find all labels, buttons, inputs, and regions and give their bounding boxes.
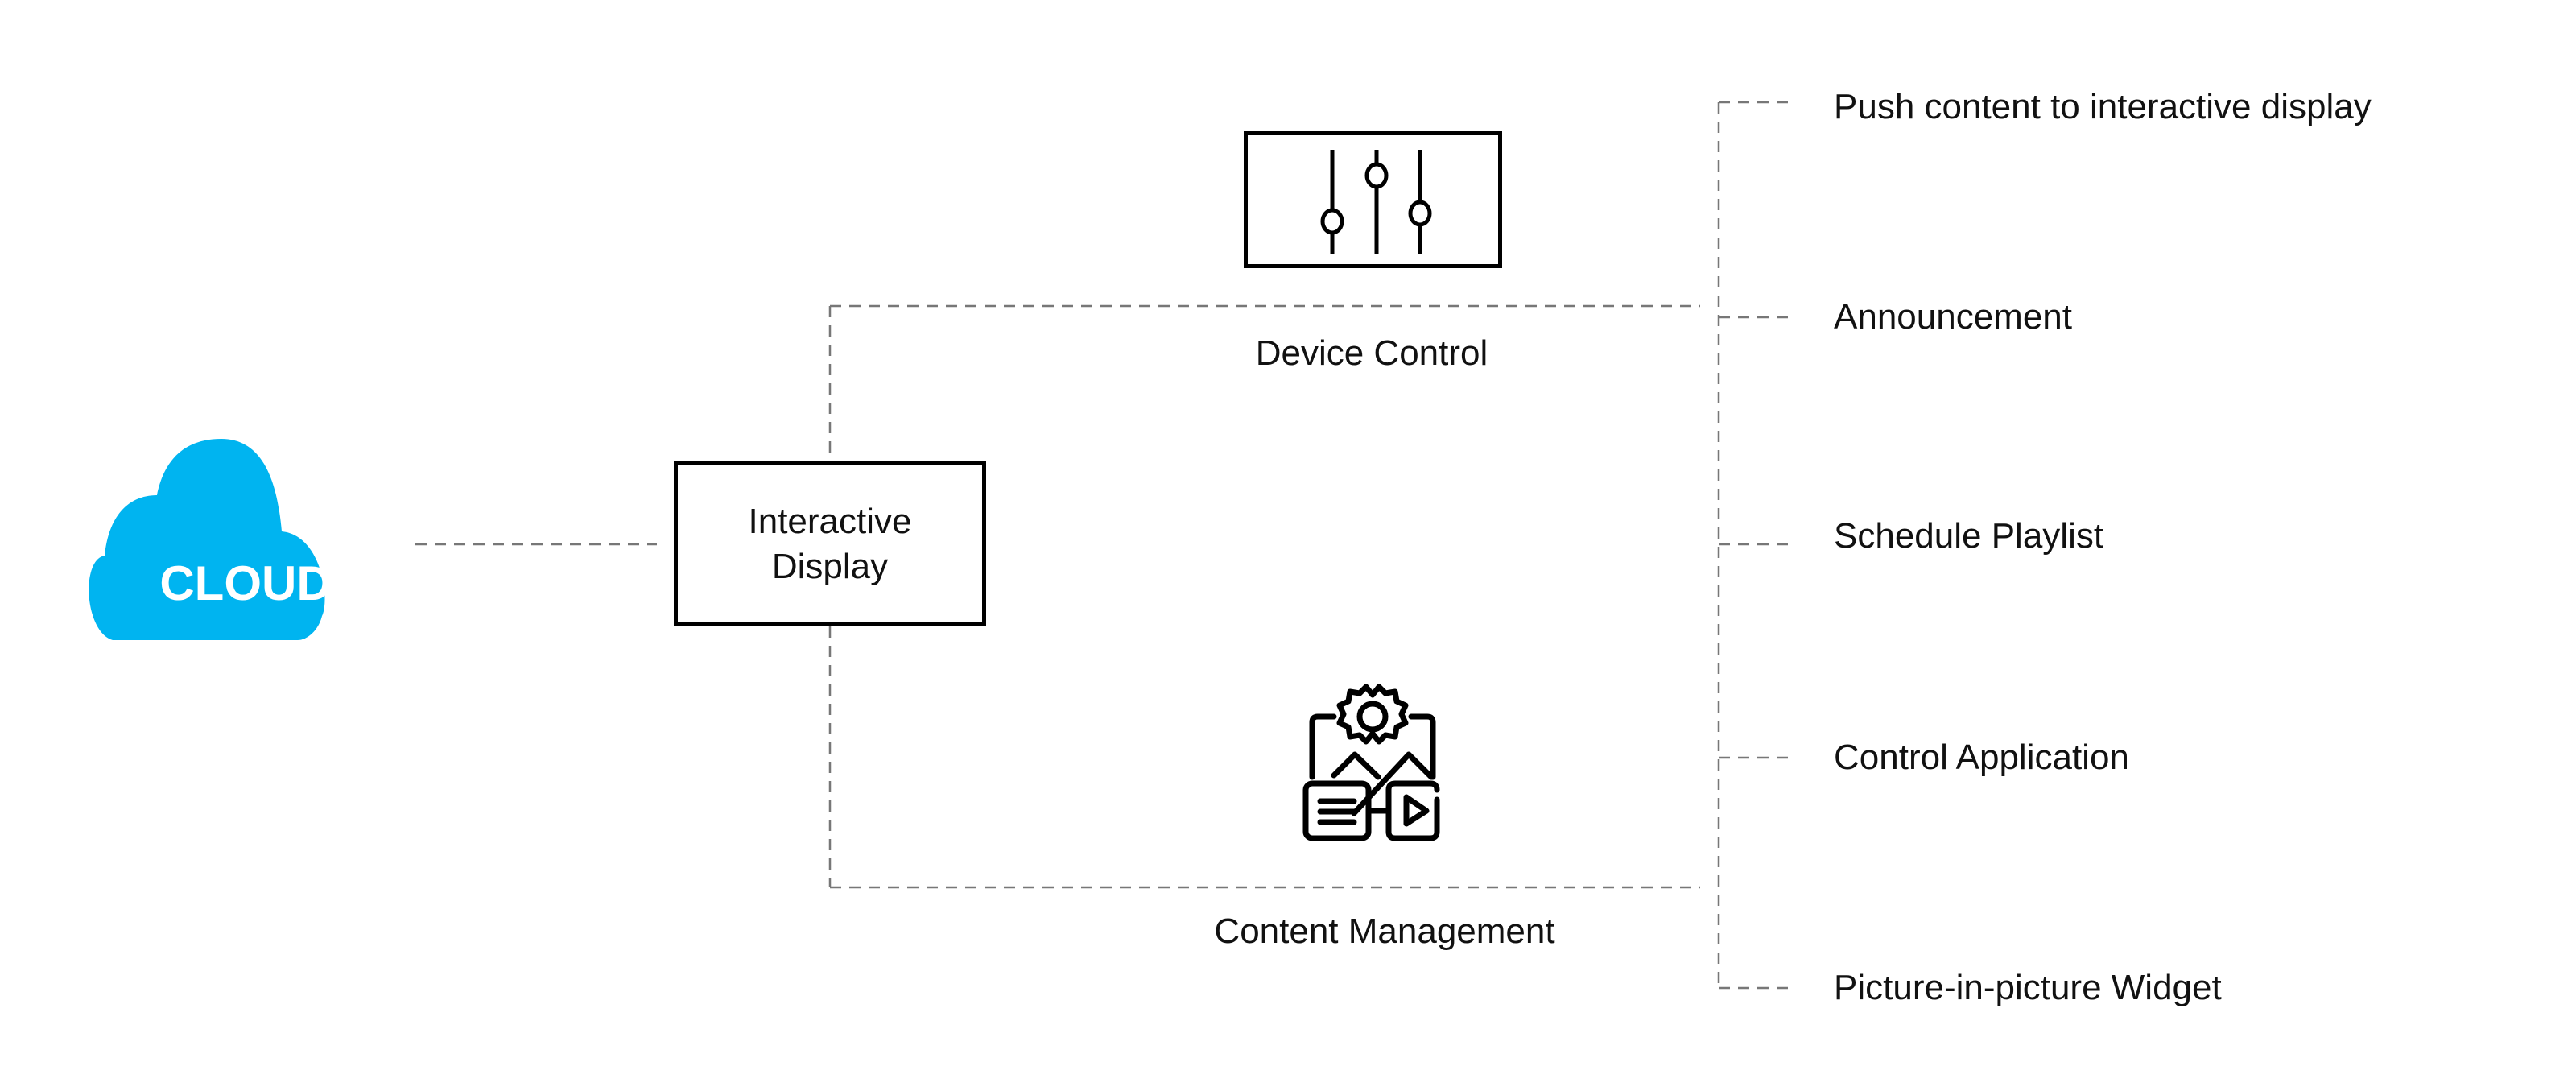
content-management-icon xyxy=(1302,684,1440,841)
feature-push-content: Push content to interactive display xyxy=(1834,87,2372,126)
display-label-line1: Interactive xyxy=(748,501,912,541)
feature-schedule-playlist: Schedule Playlist xyxy=(1834,516,2104,556)
device-control-label: Device Control xyxy=(1255,333,1488,373)
feature-pip-widget: Picture-in-picture Widget xyxy=(1834,968,2222,1007)
device-control-box xyxy=(1244,131,1502,268)
display-label-line2: Display xyxy=(771,546,889,586)
content-management-label: Content Management xyxy=(1214,911,1555,951)
sliders-icon xyxy=(1320,150,1432,254)
feature-announcement: Announcement xyxy=(1834,297,2072,337)
feature-control-application: Control Application xyxy=(1834,738,2129,777)
cloud-label: CLOUD xyxy=(159,556,331,610)
cloud-node: CLOUD xyxy=(80,439,402,648)
cloud-icon: CLOUD xyxy=(89,439,332,640)
interactive-display-node: Interactive Display xyxy=(674,461,986,626)
